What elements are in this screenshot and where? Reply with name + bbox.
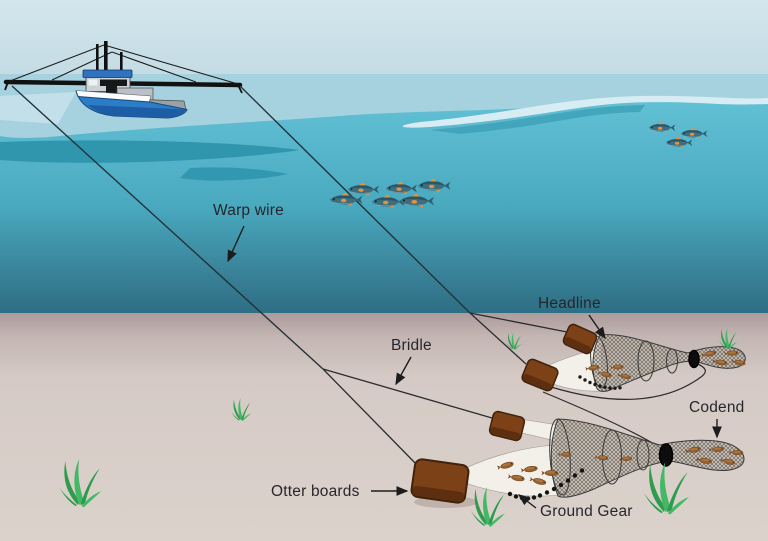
wheelhouse-windows	[100, 79, 127, 86]
headline-label: Headline	[538, 295, 601, 312]
bridle-lines-upper	[469, 312, 568, 365]
trawl-lower	[410, 391, 745, 508]
wave-dark-2	[180, 167, 288, 181]
net-hoop	[636, 439, 650, 471]
wave-crest	[402, 95, 768, 128]
codend-label: Codend	[689, 399, 745, 416]
warp-wire-arrow	[227, 225, 245, 263]
boom-end-lines	[4, 81, 243, 94]
wheelhouse-window	[88, 79, 98, 86]
annotation-arrows	[227, 225, 722, 509]
funnel	[106, 84, 117, 99]
otter-board	[410, 458, 470, 504]
water-surface-band	[0, 74, 768, 138]
otter-boards-label: Otter boards	[271, 483, 360, 500]
rigging-lines	[9, 44, 239, 85]
sweep-line	[550, 362, 706, 400]
ground-gear-arrow	[517, 494, 537, 509]
bridle-arrow	[395, 356, 412, 386]
warp-wire-label: Warp wire	[213, 202, 284, 219]
wave-dark-1	[0, 140, 300, 163]
net-mouth-hoop	[549, 418, 571, 496]
sky	[0, 0, 768, 80]
mast	[96, 44, 99, 78]
trawl-net	[550, 418, 745, 498]
bridle-lines-lower	[322, 368, 493, 468]
warp-wire-port	[11, 85, 324, 370]
fishing-vessel	[3, 41, 243, 119]
wheelhouse-roof	[82, 69, 133, 78]
mast	[104, 41, 108, 79]
codend-ring	[658, 443, 674, 467]
ground-gear-label: Ground Gear	[540, 503, 633, 520]
mast	[120, 52, 123, 79]
bridle-label: Bridle	[391, 337, 432, 354]
surface-highlight	[0, 92, 76, 124]
net-hoop	[637, 340, 655, 382]
wave-shadow	[430, 105, 645, 134]
headline-arrow	[588, 314, 606, 340]
otter-board	[488, 410, 526, 442]
warp-wire-starboard	[239, 85, 471, 314]
trawl-upper	[521, 323, 747, 400]
codend-ring	[688, 349, 700, 369]
ground-gear-dots	[578, 375, 622, 390]
otter-board	[521, 358, 559, 392]
otter-board	[562, 323, 598, 355]
hull-bottom	[88, 105, 186, 118]
net-hoop	[666, 348, 678, 374]
